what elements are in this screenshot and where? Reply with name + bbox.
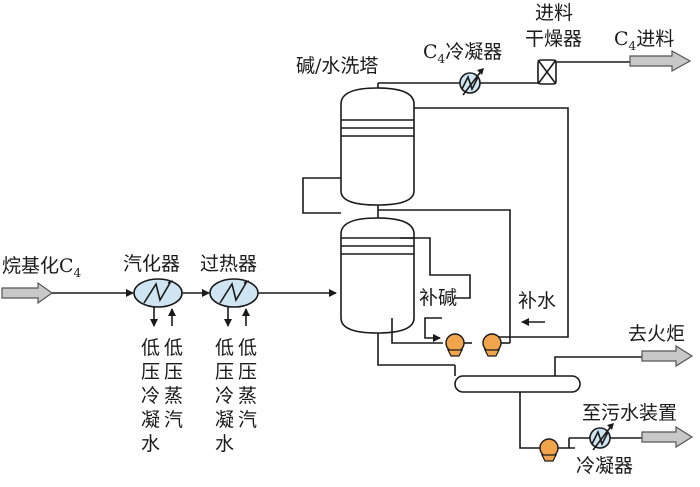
label-lp-condensate-2: 低 压 冷 凝 水	[215, 337, 234, 455]
label-vaporizer: 汽化器	[123, 253, 180, 275]
label-bottom-condenser: 冷凝器	[576, 455, 633, 477]
label-c4-condenser: C4冷凝器	[423, 41, 502, 66]
label-to-flare: 去火炬	[628, 323, 685, 345]
label-c4-feed: C4进料	[614, 28, 674, 53]
svg-text:低: 低	[215, 337, 234, 359]
upper-wash-return-line	[414, 107, 569, 338]
label-makeup-caustic: 补碱	[419, 287, 457, 309]
svg-text:蒸: 蒸	[238, 385, 257, 407]
label-to-wastewater: 至污水装置	[582, 402, 677, 424]
svg-text:汽: 汽	[164, 409, 183, 431]
label-feed-dryer-line1: 进料	[535, 2, 573, 24]
separator-drum	[454, 375, 581, 393]
svg-text:凝: 凝	[215, 409, 234, 431]
c4-feed-outlet-arrow	[629, 49, 692, 73]
wash-tower-upper	[340, 87, 415, 206]
makeup-caustic-line	[424, 317, 442, 342]
upper-drain-line	[378, 209, 511, 331]
wash-tower-lower	[340, 217, 415, 334]
lower-recirc-line	[400, 237, 471, 299]
svg-text:压: 压	[164, 361, 183, 383]
svg-text:凝: 凝	[141, 409, 160, 431]
label-makeup-water: 补水	[518, 290, 556, 312]
to-wastewater-arrow	[641, 425, 694, 449]
bottom-condenser	[589, 423, 614, 451]
caustic-pump	[445, 333, 465, 357]
svg-text:冷: 冷	[215, 385, 234, 407]
svg-text:汽: 汽	[238, 409, 257, 431]
wastewater-pump	[539, 438, 559, 462]
side-recirculation-loop	[302, 177, 341, 214]
superheater-exchanger	[209, 278, 259, 327]
label-superheater: 过热器	[200, 253, 257, 275]
label-lp-steam-2: 低 压 蒸 汽	[238, 337, 257, 431]
label-feed-alkylation: 烷基化C4	[2, 255, 82, 280]
svg-text:低: 低	[141, 337, 160, 359]
tower-bottom-to-drum-line	[377, 333, 455, 366]
svg-text:低: 低	[238, 337, 257, 359]
drum-vent-line	[554, 356, 642, 376]
label-feed-dryer-line2: 干燥器	[525, 28, 582, 50]
svg-text:冷: 冷	[141, 385, 160, 407]
lower-drain-line	[391, 318, 443, 344]
label-tower: 碱/水洗塔	[296, 55, 378, 77]
svg-text:水: 水	[215, 433, 234, 455]
vaporizer-exchanger	[133, 278, 183, 327]
svg-text:压: 压	[141, 361, 160, 383]
water-pump	[482, 333, 502, 357]
drum-bottom-line	[519, 392, 540, 449]
svg-text:水: 水	[141, 433, 160, 455]
label-lp-condensate-1: 低 压 冷 凝 水	[141, 337, 160, 455]
svg-text:压: 压	[215, 361, 234, 383]
feed-inlet-arrow	[1, 281, 54, 305]
feed-dryer	[537, 59, 557, 85]
label-lp-steam-1: 低 压 蒸 汽	[164, 337, 183, 431]
c4-condenser	[459, 68, 484, 96]
svg-text:压: 压	[238, 361, 257, 383]
svg-text:低: 低	[164, 337, 183, 359]
svg-text:蒸: 蒸	[164, 385, 183, 407]
to-flare-arrow	[641, 344, 694, 368]
